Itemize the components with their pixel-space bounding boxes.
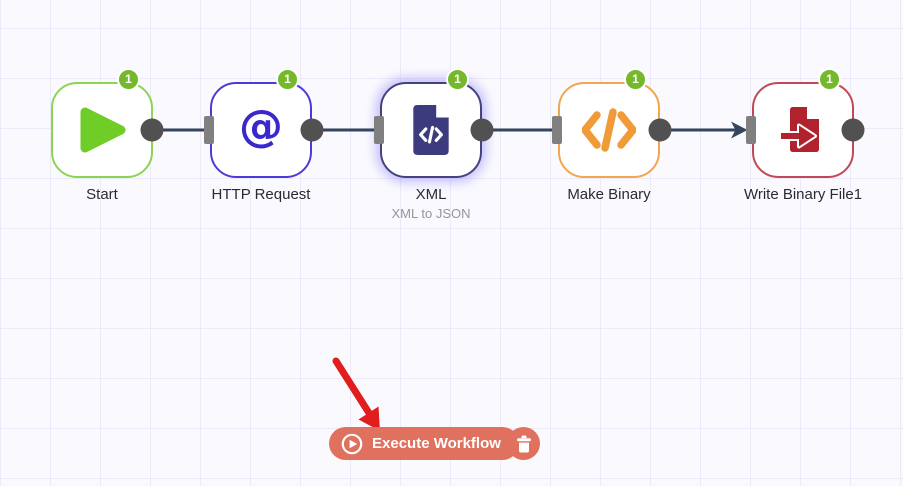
at-sign-icon: @	[239, 101, 283, 152]
node-make-binary[interactable]: 1 Make Binary	[558, 68, 660, 203]
node-start[interactable]: 1 Start	[51, 68, 153, 203]
connection-arrowhead	[731, 121, 748, 139]
file-export-icon	[779, 106, 820, 152]
execute-workflow-button[interactable]: Execute Workflow	[329, 427, 519, 460]
node-label: XML	[415, 186, 447, 203]
node-subtitle: XML to JSON	[391, 206, 471, 221]
node-http-request[interactable]: 1 @ HTTP Request	[210, 68, 312, 203]
items-count-badge: 1	[446, 68, 469, 91]
play-icon	[80, 107, 126, 153]
node-box-xml[interactable]	[380, 82, 482, 178]
node-label: Write Binary File1	[743, 186, 863, 203]
node-label: Start	[86, 186, 118, 203]
node-box-make-binary[interactable]	[558, 82, 660, 178]
node-box-write-binary-file[interactable]	[752, 82, 854, 178]
node-label: HTTP Request	[211, 186, 311, 203]
code-brackets-icon	[582, 108, 636, 152]
trash-icon	[516, 435, 531, 452]
node-xml[interactable]: 1 XML XML to JSON	[380, 68, 482, 221]
node-label: Make Binary	[567, 186, 651, 203]
items-count-badge: 1	[117, 68, 140, 91]
xml-document-icon	[413, 104, 450, 155]
node-box-http-request[interactable]: @	[210, 82, 312, 178]
items-count-badge: 1	[624, 68, 647, 91]
items-count-badge: 1	[818, 68, 841, 91]
delete-workflow-button[interactable]	[507, 427, 540, 460]
node-box-start[interactable]	[51, 82, 153, 178]
execute-workflow-label: Execute Workflow	[372, 435, 501, 452]
node-write-binary-file[interactable]: 1 Write Binary File1	[744, 68, 862, 203]
play-circle-icon	[341, 433, 363, 454]
items-count-badge: 1	[276, 68, 299, 91]
